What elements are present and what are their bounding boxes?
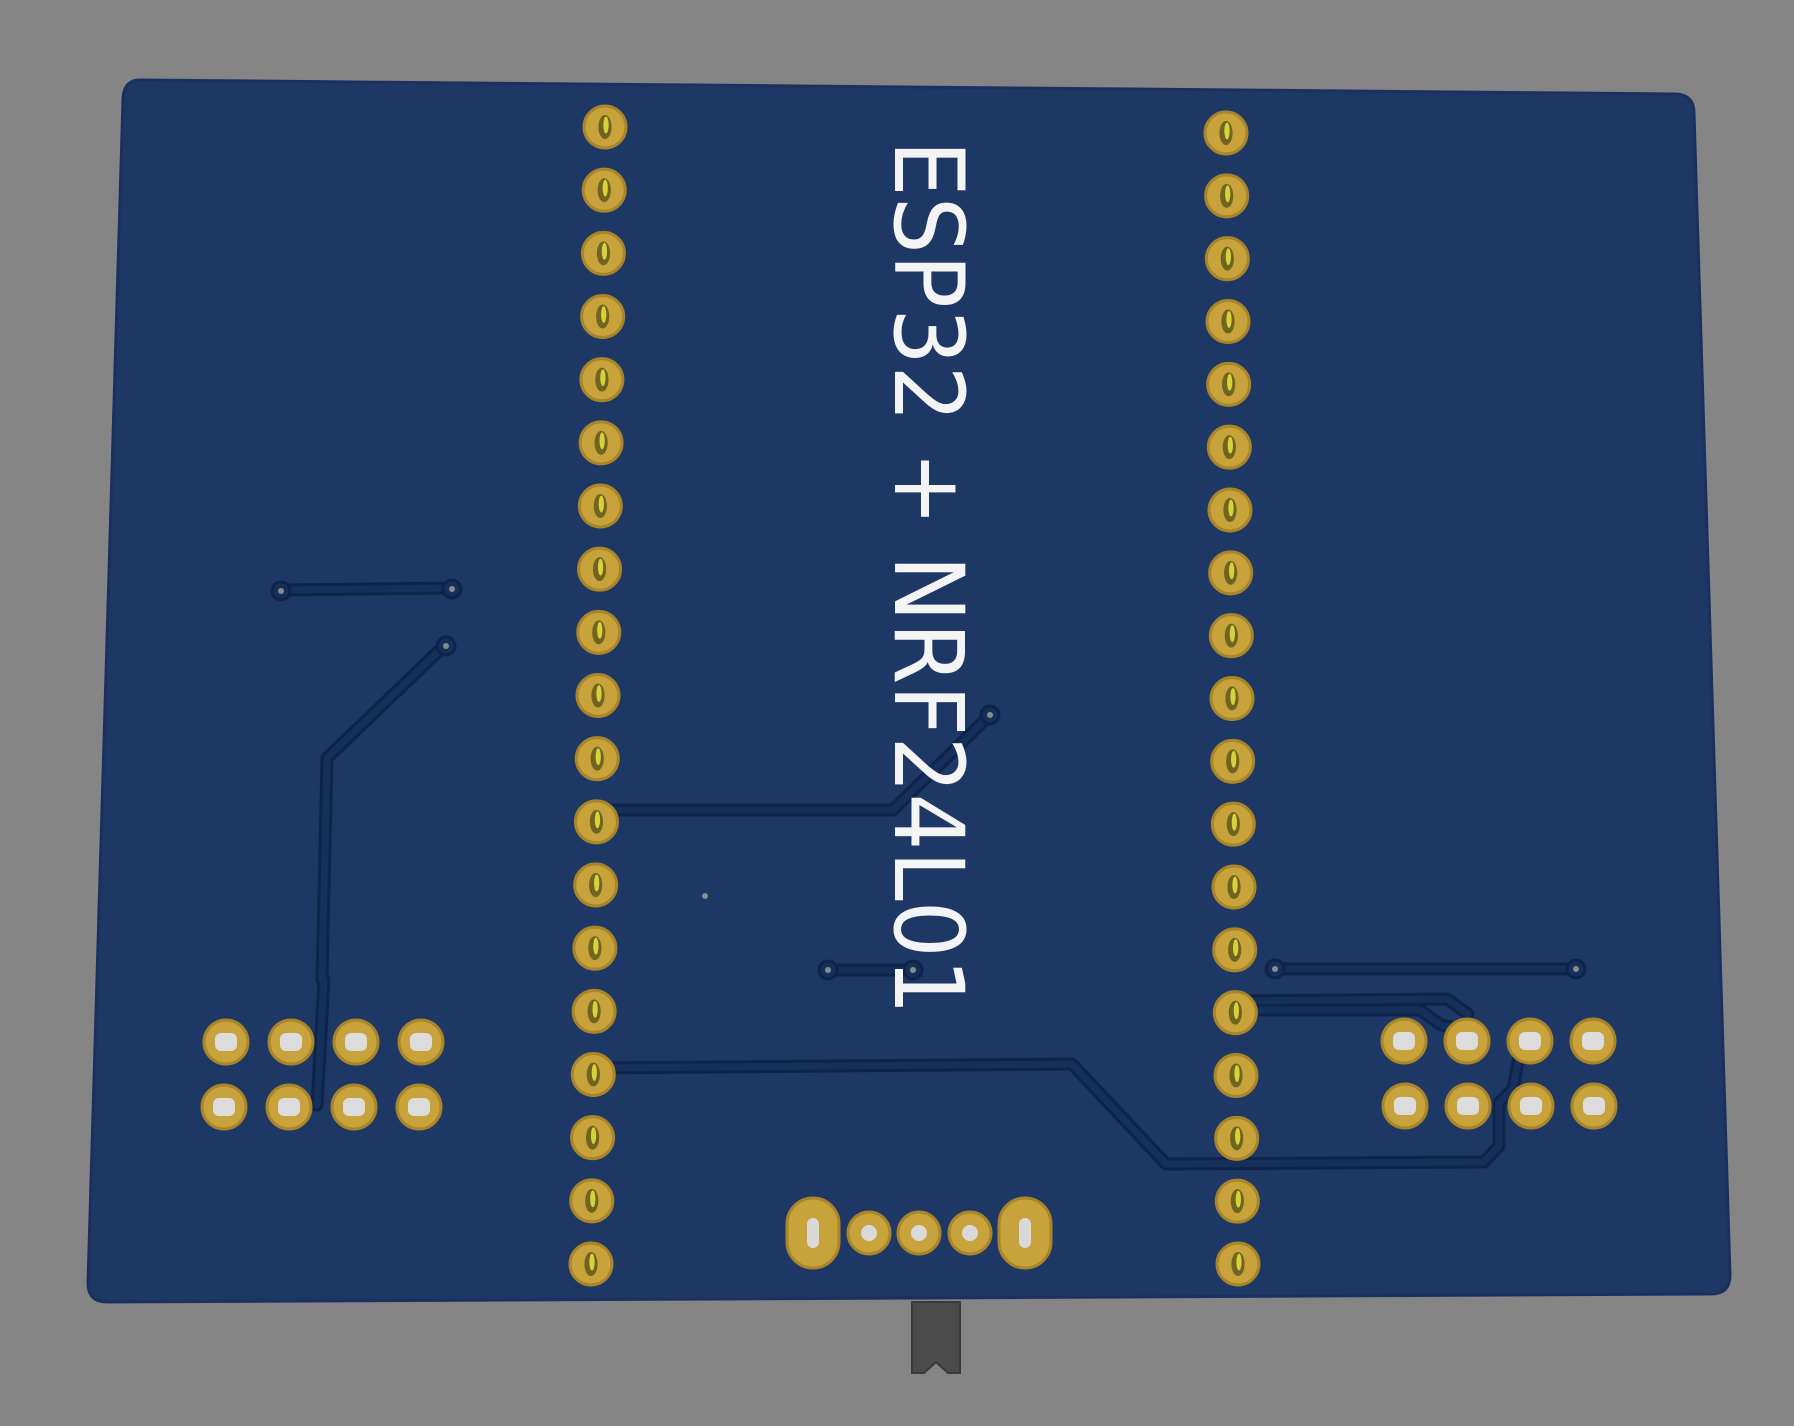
header-pin [1211, 864, 1257, 910]
header-pin [580, 230, 626, 276]
header-pin [1208, 550, 1254, 596]
header-pin [577, 483, 623, 529]
header-pin [577, 546, 623, 592]
header-pin [1212, 927, 1258, 973]
header-pin [573, 862, 619, 908]
block-pad [1569, 1017, 1617, 1065]
header-pin [1214, 1115, 1260, 1161]
header-pin [575, 673, 621, 718]
header-pin [1203, 110, 1249, 156]
block-pad [330, 1083, 378, 1131]
header-pin [1207, 487, 1253, 533]
header-pin [582, 104, 628, 150]
pin-header-left [568, 104, 628, 1287]
block-pad [332, 1018, 380, 1066]
header-pin [1205, 299, 1251, 344]
header-pin [568, 1241, 614, 1287]
block-pad [1380, 1017, 1428, 1065]
header-pin [572, 925, 618, 971]
header-pin [570, 1052, 616, 1097]
block-pad [1443, 1017, 1491, 1065]
block-pad [1381, 1082, 1429, 1130]
header-pin [1204, 173, 1250, 219]
block-pad [202, 1018, 250, 1066]
header-pin [1212, 990, 1258, 1036]
header-pin [1210, 738, 1256, 784]
header-pin [574, 736, 620, 782]
header-pin [571, 988, 617, 1034]
connector-pads [785, 1196, 1053, 1270]
pad-block-right [1380, 1017, 1618, 1130]
header-pin [576, 609, 622, 655]
header-pin [1206, 361, 1252, 407]
header-pin [581, 167, 627, 213]
block-pad [267, 1018, 315, 1066]
header-pin [1204, 236, 1250, 282]
header-pin [1206, 424, 1252, 470]
header-pin [1208, 613, 1254, 659]
pin-header-right [1203, 110, 1261, 1287]
header-pin [570, 1115, 616, 1161]
header-pin [1213, 1053, 1259, 1098]
via-group [270, 578, 1587, 981]
edge-connector [911, 1301, 961, 1374]
silkscreen-label: ESP32 + NRF24L01 [872, 140, 984, 1015]
header-pin [569, 1178, 615, 1224]
block-pad [265, 1083, 313, 1131]
header-pin [573, 799, 619, 845]
header-pin [1209, 676, 1255, 721]
header-pin [1210, 801, 1256, 847]
header-pin [578, 420, 624, 466]
block-pad [1506, 1017, 1554, 1065]
header-pin [579, 357, 625, 403]
block-pad [200, 1083, 248, 1131]
pad-block-left [200, 1018, 445, 1131]
header-pin [1214, 1178, 1260, 1224]
header-pin [580, 294, 626, 339]
block-pad [1444, 1082, 1492, 1130]
block-pad [1507, 1082, 1555, 1130]
header-pin [1215, 1241, 1261, 1287]
trace-layer [274, 581, 1583, 1171]
block-pad [395, 1083, 443, 1131]
block-pad [397, 1018, 445, 1066]
block-pad [1570, 1082, 1618, 1130]
